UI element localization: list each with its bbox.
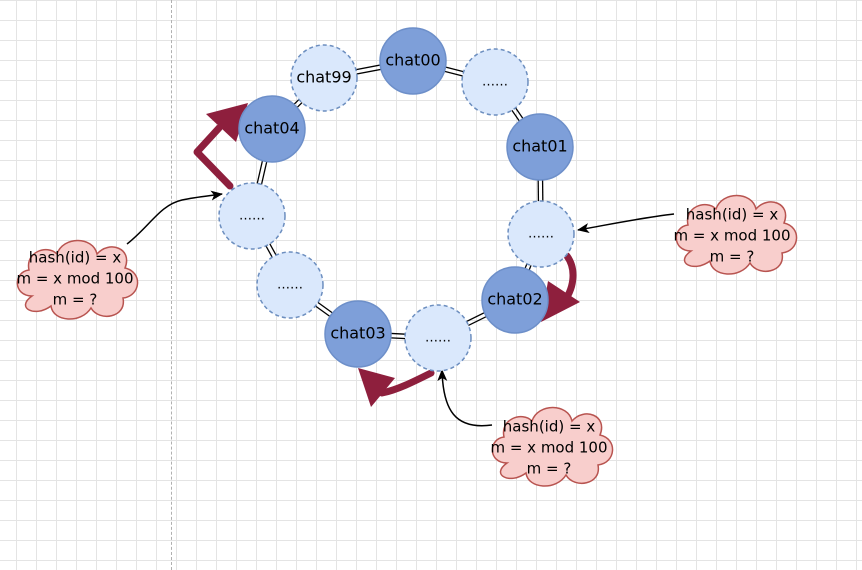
cloud-bottom-line-2: m = x mod 100 (490, 439, 607, 457)
cloud-right-line-3: m = ? (710, 248, 755, 266)
route-arrow-shaft-2 (378, 369, 435, 397)
node-label-dots-e: …… (239, 209, 265, 224)
node-dots-e[interactable]: …… (218, 182, 286, 250)
node-chat02[interactable]: chat02 (481, 266, 549, 334)
cloud-left-line-3: m = ? (53, 291, 98, 309)
node-label-chat02: chat02 (487, 290, 542, 309)
node-label-chat01: chat01 (512, 137, 567, 156)
node-chat00[interactable]: chat00 (379, 27, 447, 95)
cloud-bottom[interactable]: hash(id) = x m = x mod 100 m = ? (490, 406, 614, 487)
connector-cloud-left (126, 190, 223, 245)
node-label-dots-a: …… (482, 75, 508, 90)
cloud-left[interactable]: hash(id) = x m = x mod 100 m = ? (16, 239, 139, 320)
node-label-dots-d: …… (277, 278, 303, 293)
node-label-dots-c: …… (425, 331, 451, 346)
cloud-left-line-2: m = x mod 100 (16, 270, 133, 288)
node-dots-a[interactable]: …… (461, 48, 529, 116)
cloud-right-line-2: m = x mod 100 (673, 227, 790, 245)
cloud-bottom-line-3: m = ? (527, 460, 572, 478)
ring-nodes: chat00 …… chat01 …… chat02 …… chat03 …… (218, 27, 575, 372)
hash-clouds: hash(id) = x m = x mod 100 m = ? hash(id… (16, 194, 798, 487)
canvas-divider (171, 0, 172, 570)
node-label-chat03: chat03 (330, 324, 385, 343)
node-dots-b[interactable]: …… (507, 200, 575, 268)
node-chat01[interactable]: chat01 (506, 113, 574, 181)
cloud-right-line-1: hash(id) = x (686, 206, 779, 224)
node-chat04[interactable]: chat04 (238, 95, 306, 163)
connector-cloud-bottom (437, 369, 493, 427)
cloud-connectors (126, 190, 675, 427)
route-arrow-shaft-0 (193, 124, 234, 190)
node-label-chat99: chat99 (296, 68, 351, 87)
routing-arrows (193, 103, 580, 407)
node-dots-d[interactable]: …… (256, 251, 324, 319)
node-label-dots-b: …… (528, 227, 554, 242)
route-arrow-head-0 (206, 103, 248, 142)
node-label-chat04: chat04 (244, 119, 299, 138)
route-arrow-head-1 (541, 281, 580, 322)
node-chat99[interactable]: chat99 (290, 44, 358, 112)
cloud-left-line-1: hash(id) = x (29, 249, 122, 267)
node-chat03[interactable]: chat03 (324, 300, 392, 368)
cloud-bottom-line-1: hash(id) = x (503, 418, 596, 436)
route-arrow-head-2 (358, 368, 395, 407)
connector-cloud-right (577, 213, 675, 234)
node-label-chat00: chat00 (385, 51, 440, 70)
node-dots-c[interactable]: …… (404, 304, 472, 372)
cloud-right[interactable]: hash(id) = x m = x mod 100 m = ? (673, 194, 798, 275)
